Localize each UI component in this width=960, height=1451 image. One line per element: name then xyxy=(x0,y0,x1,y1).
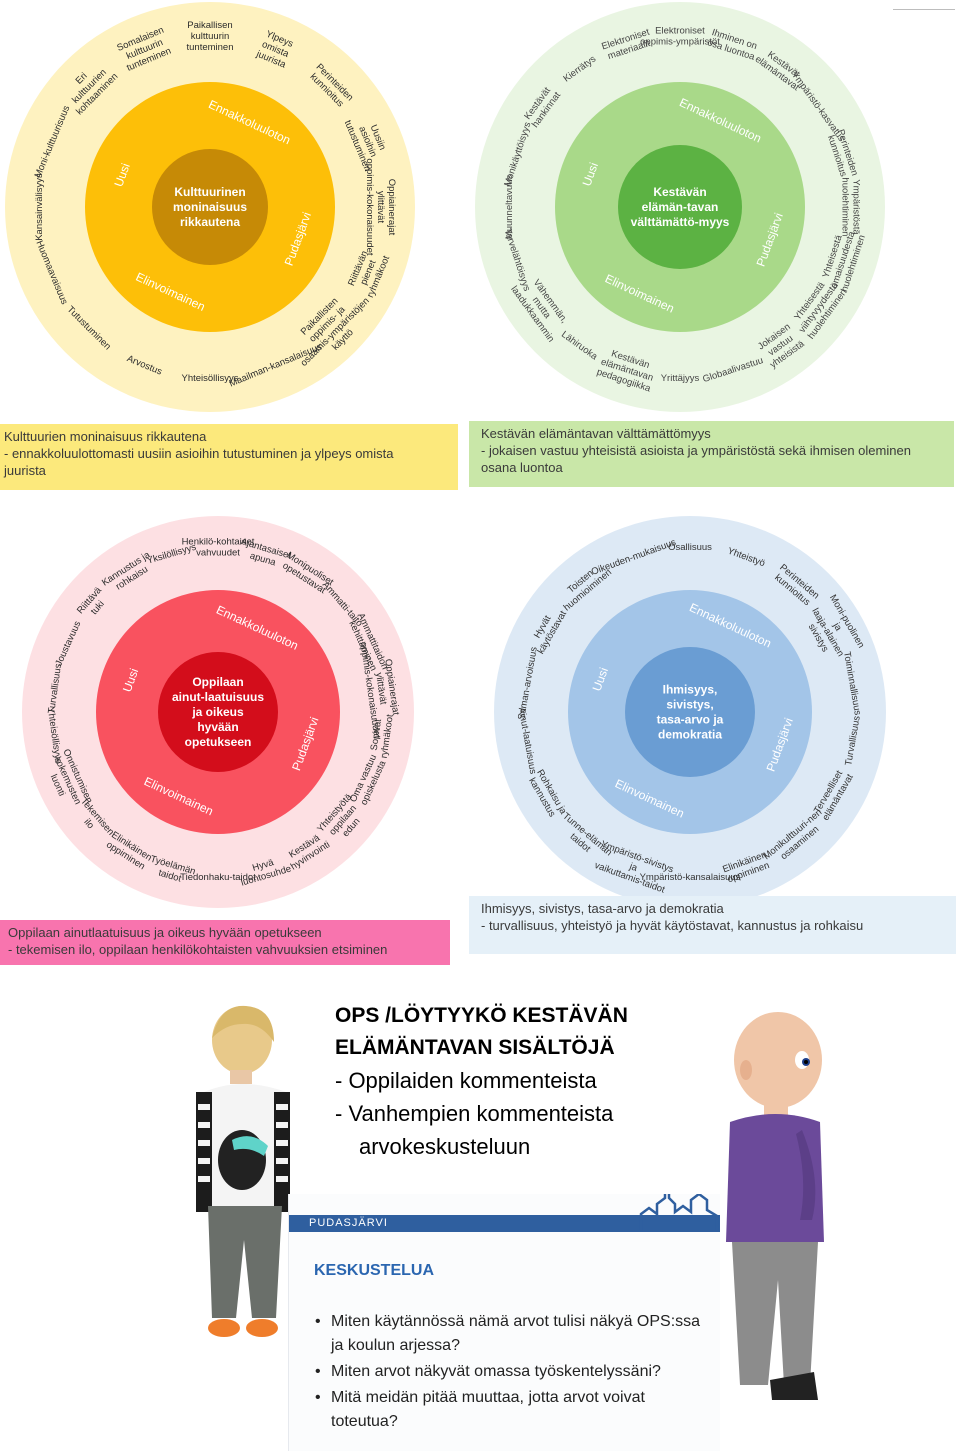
title-line-2: ELÄMÄNTAVAN SISÄLTÖJÄ xyxy=(335,1036,615,1059)
red-core xyxy=(158,652,278,772)
slide-heading: KESKUSTELUA xyxy=(314,1262,435,1279)
green-outer-label: Muunneltavuus xyxy=(504,175,515,240)
caption-red: Oppilaan ainutlaatuisuus ja oikeus hyvää… xyxy=(0,920,450,965)
caption-blue-line-1: Ihmisyys, sivistys, tasa-arvo ja demokra… xyxy=(481,901,724,916)
question-item: Miten arvot näkyvät omassa työskentelyss… xyxy=(313,1360,713,1384)
blue-outer-label: Ympäristö-kansalaisuus xyxy=(640,872,741,883)
child-figure-illustration xyxy=(196,1005,290,1337)
discussion-questions-list: Miten käytännössä nämä arvot tulisi näky… xyxy=(313,1310,713,1436)
caption-blue-line-2: - turvallisuus, yhteistyö ja hyvät käytö… xyxy=(481,918,864,933)
blue-outer-label: Osallisuus xyxy=(668,542,712,553)
caption-yellow-line-3: juurista xyxy=(4,463,46,478)
subtitle-line-3: arvokeskusteluun xyxy=(359,1134,531,1159)
yellow-outer-label: Kansainvälisyys xyxy=(34,173,45,241)
town-skyline-logo-icon xyxy=(639,1194,719,1230)
caption-yellow: Kulttuurien moninaisuus rikkautena - enn… xyxy=(0,424,458,490)
top-right-rule xyxy=(893,9,955,10)
caption-green: Kestävän elämäntavan välttämättömyys - j… xyxy=(469,421,954,487)
subtitle-line-1: - Oppilaiden kommenteista xyxy=(335,1068,597,1093)
caption-green-line-1: Kestävän elämäntavan välttämättömyys xyxy=(481,426,711,441)
question-item: Mitä meidän pitää muuttaa, jotta arvot v… xyxy=(313,1386,713,1434)
question-item: Miten käytännössä nämä arvot tulisi näky… xyxy=(313,1310,713,1358)
subtitle-line-2: - Vanhempien kommenteista xyxy=(335,1101,614,1126)
green-core xyxy=(618,145,742,269)
blue-core xyxy=(625,647,755,777)
slide-brand-label: PUDASJÄRVI xyxy=(309,1217,388,1229)
yellow-outer-label: Oppiainerajatylittävätoppimis-kokonaisuu… xyxy=(364,158,397,256)
caption-red-line-1: Oppilaan ainutlaatuisuus ja oikeus hyvää… xyxy=(8,925,322,940)
discussion-slide: PUDASJÄRVI KESKUSTELUA Miten käytännössä… xyxy=(288,1194,720,1451)
yellow-core xyxy=(152,149,268,265)
caption-yellow-line-2: - ennakkoluulottomasti uusiin asioihin t… xyxy=(4,446,394,461)
caption-green-line-2: - jokaisen vastuu yhteisistä asioista ja… xyxy=(481,443,911,458)
slide-header-bar: PUDASJÄRVI xyxy=(289,1215,720,1232)
caption-red-line-2: - tekemisen ilo, oppilaan henkilökohtais… xyxy=(8,942,388,957)
title-line-1: OPS /LÖYTYYKÖ KESTÄVÄN xyxy=(335,1004,628,1027)
caption-green-line-3: osana luontoa xyxy=(481,460,563,475)
red-outer-label: Tiedonhaku-taidot xyxy=(180,872,256,883)
caption-yellow-line-1: Kulttuurien moninaisuus rikkautena xyxy=(4,429,207,444)
green-outer-label: Ympäristöstähuolehtiminen xyxy=(840,177,862,236)
yellow-outer-label: Yhteisöllisyys xyxy=(181,373,238,384)
discussion-intro: OPS /LÖYTYYKÖ KESTÄVÄN ELÄMÄNTAVAN SISÄL… xyxy=(335,1000,675,1163)
caption-blue: Ihmisyys, sivistys, tasa-arvo ja demokra… xyxy=(469,896,956,954)
bald-figure-illustration xyxy=(726,1012,824,1400)
green-outer-label: Yrittäjyys xyxy=(661,373,700,384)
